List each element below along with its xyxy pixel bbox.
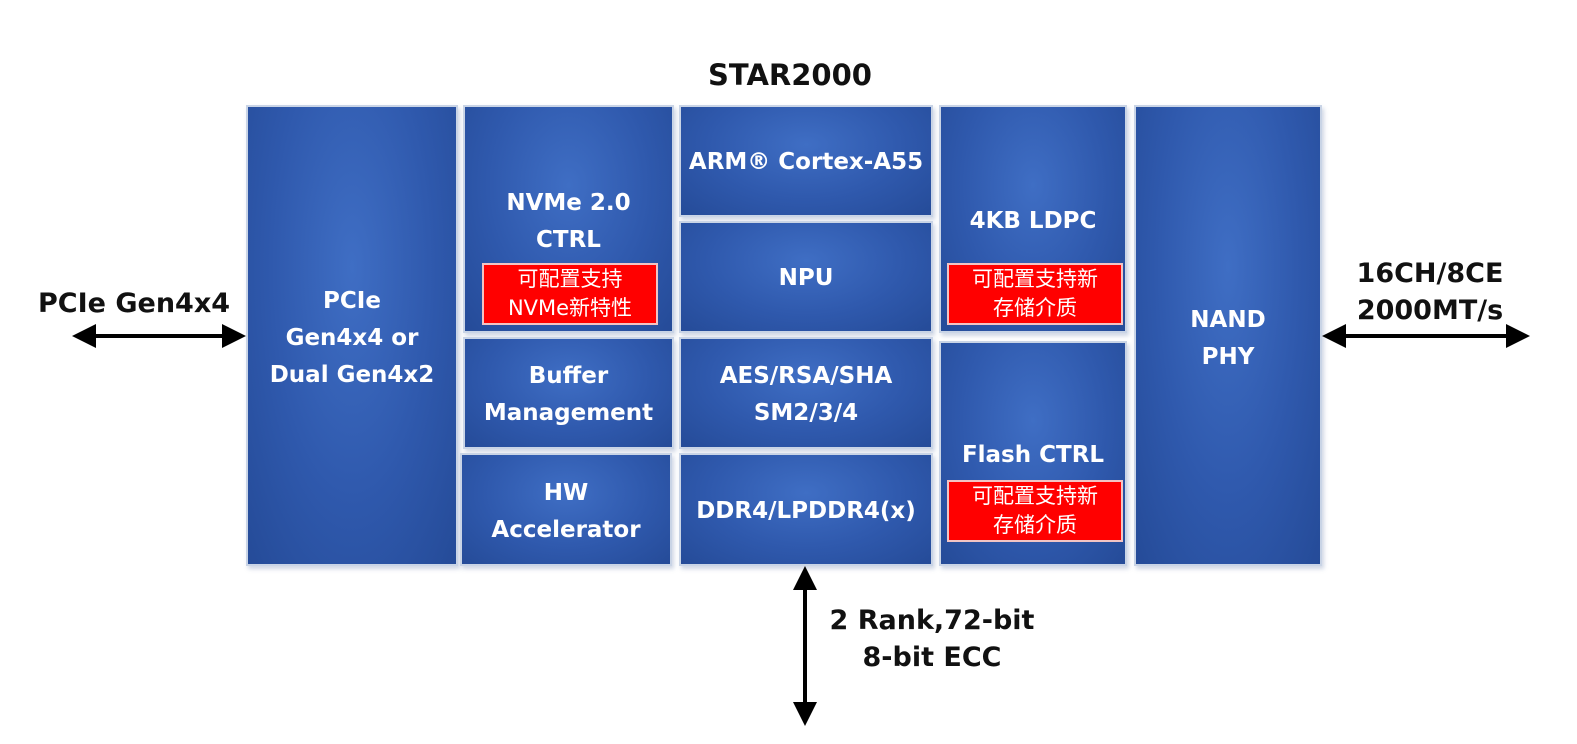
diagram-title: STAR2000 [708,58,872,92]
flash-label: Flash CTRL [961,442,1105,468]
nand-interface-line2: 2000MT/s [1356,295,1504,326]
flash-ctrl-block: Flash CTRL 可配置支持新 存储介质 [939,341,1127,566]
arm-cortex-block: ARM® Cortex-A55 [679,105,933,217]
pcie-interface-label: PCIe Gen4x4 [38,288,231,319]
nand-arrow [1322,324,1530,348]
nand-interface-line1: 16CH/8CE [1356,258,1504,289]
ddr-interface-line1: 2 Rank,72-bit [829,605,1035,636]
pcie-label-line3: Dual Gen4x2 [269,362,435,388]
flash-note-line2: 存储介质 [993,513,1077,537]
buffer-label-line2: Management [483,400,654,426]
nand-label-line2: PHY [1201,344,1255,370]
ddr-arrow [793,566,817,726]
pcie-label-line1: PCIe [323,288,381,314]
nvme-label-line1: NVMe 2.0 [506,190,631,216]
buffer-label-line1: Buffer [528,363,609,389]
flash-config-note: 可配置支持新 存储介质 [947,480,1123,542]
ldpc-config-note: 可配置支持新 存储介质 [947,263,1123,325]
pcie-label-line2: Gen4x4 or [285,325,419,351]
npu-label: NPU [778,265,834,291]
npu-block: NPU [679,221,933,333]
ldpc-block: 4KB LDPC 可配置支持新 存储介质 [939,105,1127,333]
nvme-note-line1: 可配置支持 [517,267,623,291]
ddr-label: DDR4/LPDDR4(x) [696,498,916,524]
ddr-block: DDR4/LPDDR4(x) [679,453,933,566]
crypto-label-line1: AES/RSA/SHA [719,363,893,389]
flash-note-line1: 可配置支持新 [972,484,1098,508]
nvme-ctrl-block: NVMe 2.0 CTRL 可配置支持 NVMe新特性 [463,105,674,333]
hw-label-line2: Accelerator [491,517,641,543]
arm-label: ARM® Cortex-A55 [688,149,924,175]
nvme-label-line2: CTRL [536,227,601,253]
ldpc-note-line2: 存储介质 [993,296,1077,320]
nvme-config-note: 可配置支持 NVMe新特性 [482,263,658,325]
pcie-arrow [72,324,246,348]
nand-label-line1: NAND [1190,307,1266,333]
hw-label-line1: HW [543,480,589,506]
nvme-note-line2: NVMe新特性 [507,296,633,320]
crypto-label-line2: SM2/3/4 [753,400,859,426]
nand-phy-block: NAND PHY [1134,105,1322,566]
ldpc-label: 4KB LDPC [969,208,1097,234]
crypto-block: AES/RSA/SHA SM2/3/4 [679,337,933,449]
pcie-block: PCIe Gen4x4 or Dual Gen4x2 [246,105,458,566]
buffer-management-block: Buffer Management [463,337,674,449]
ddr-interface-line2: 8-bit ECC [862,642,1002,673]
nand-interface-label: 16CH/8CE 2000MT/s [1330,255,1530,329]
ldpc-note-line1: 可配置支持新 [972,267,1098,291]
hw-accelerator-block: HW Accelerator [460,453,672,566]
ddr-interface-label: 2 Rank,72-bit 8-bit ECC [812,602,1052,676]
